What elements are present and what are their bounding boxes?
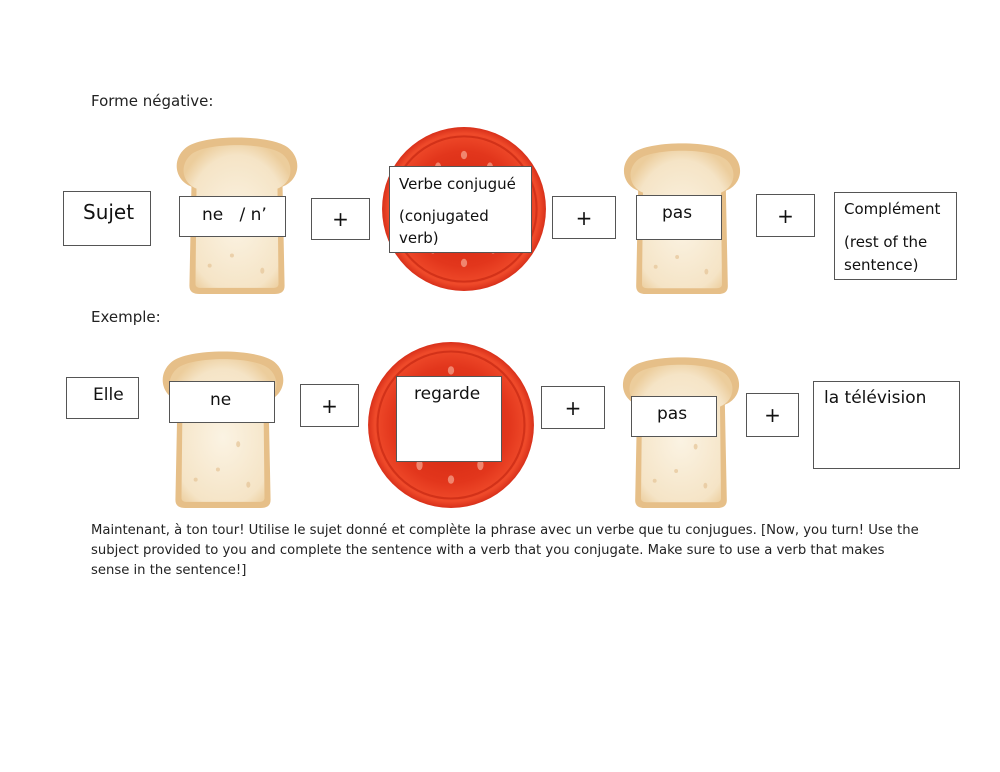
plus-sign: +: [300, 384, 359, 427]
pas-label: pas: [662, 203, 693, 223]
bread-slice-icon: [162, 351, 284, 508]
ne-label: ne: [210, 390, 232, 410]
verb-label-line2: (conjugated: [399, 207, 489, 225]
complement-label: la télévision: [824, 388, 927, 408]
subject-box: Elle: [66, 377, 139, 419]
complement-label-line2: (rest of the: [844, 233, 928, 251]
verb-box: Verbe conjugué (conjugated verb): [389, 166, 532, 253]
subject-label: Elle: [93, 385, 124, 405]
verb-label-line3: verb): [399, 229, 439, 247]
verb-box: regarde: [396, 376, 502, 462]
subject-label: Sujet: [83, 200, 135, 224]
instructions-text: Maintenant, à ton tour! Utilise le sujet…: [91, 523, 919, 578]
complement-label-line3: sentence): [844, 256, 919, 274]
ne-box: ne / n’: [179, 196, 286, 237]
verb-label: regarde: [414, 384, 481, 404]
pas-box: pas: [631, 396, 717, 437]
ne-label: ne / n’: [202, 205, 267, 225]
complement-box: Complément (rest of the sentence): [834, 192, 957, 280]
complement-label-line1: Complément: [844, 200, 941, 218]
heading-exemple: Exemple:: [91, 308, 161, 326]
pas-label: pas: [657, 404, 688, 424]
plus-sign: +: [311, 198, 370, 240]
heading-forme-negative: Forme négative:: [91, 92, 214, 110]
plus-sign: +: [541, 386, 605, 429]
complement-box: la télévision: [813, 381, 960, 469]
plus-sign: +: [552, 196, 616, 239]
subject-box: Sujet: [63, 191, 151, 246]
pas-box: pas: [636, 195, 722, 240]
verb-label-line1: Verbe conjugué: [399, 175, 516, 193]
ne-box: ne: [169, 381, 275, 423]
plus-sign: +: [756, 194, 815, 237]
plus-sign: +: [746, 393, 799, 437]
